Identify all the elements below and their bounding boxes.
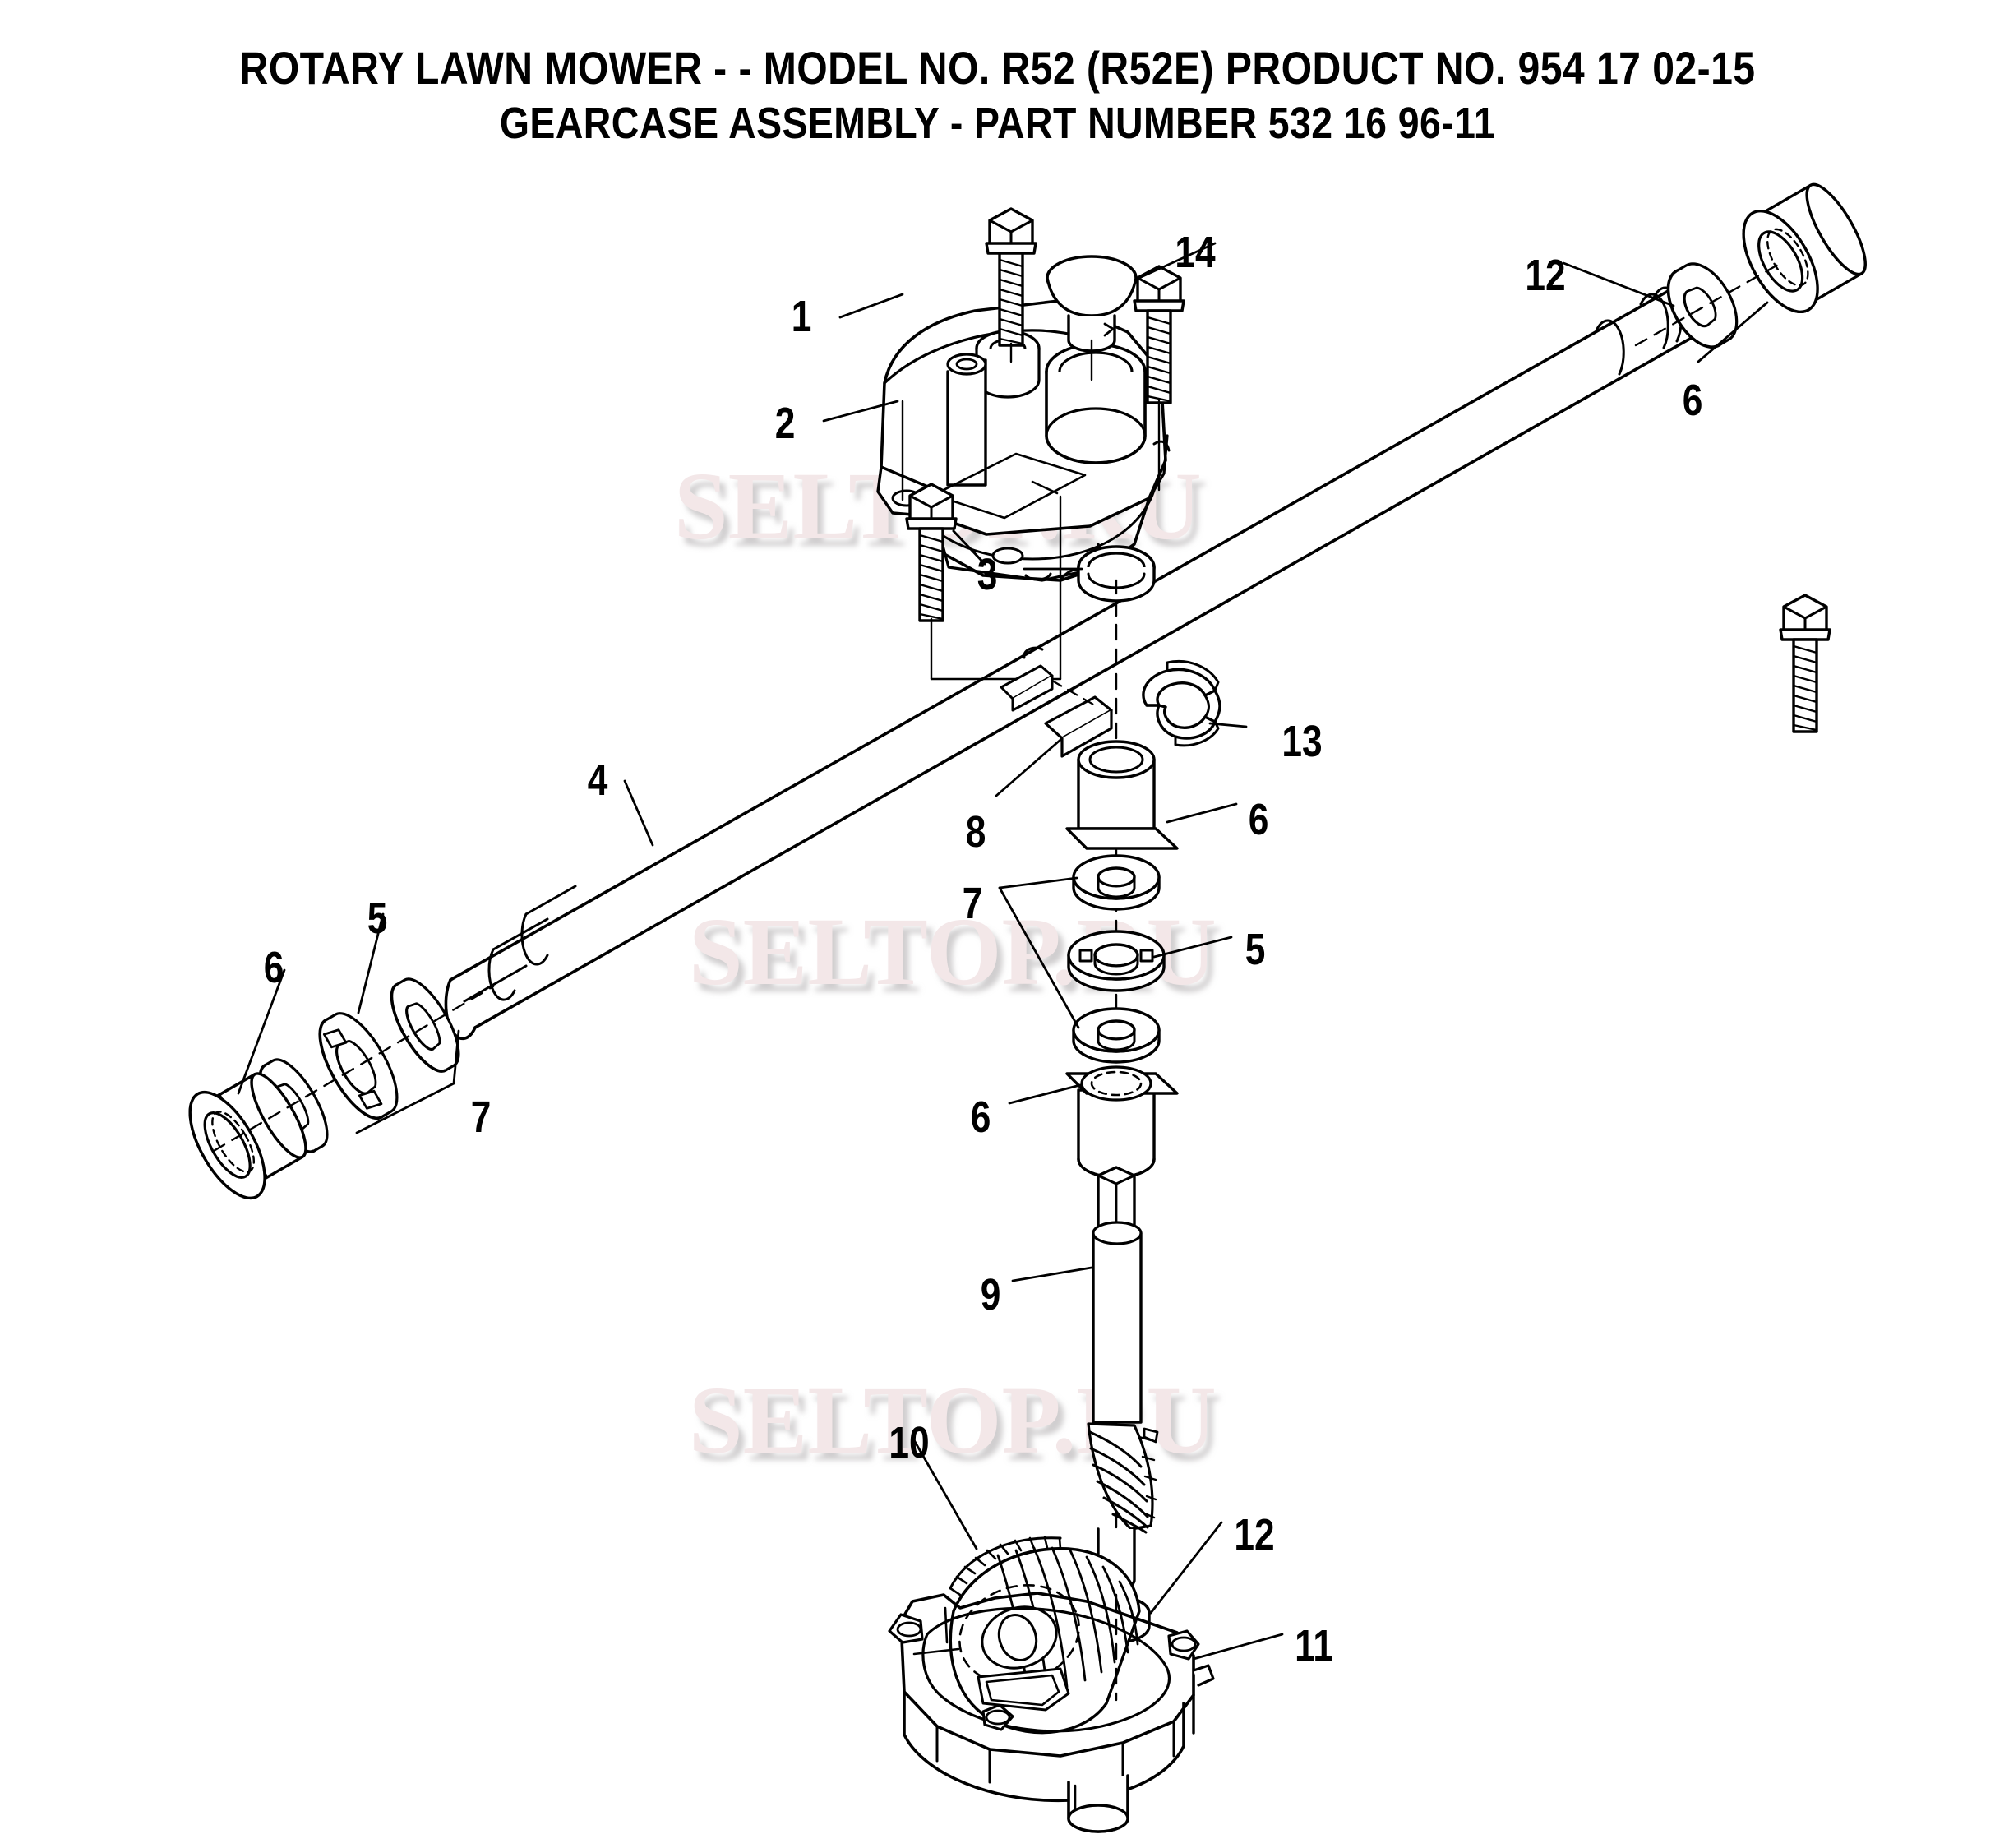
callout-thrust-washer-slotted-5c: 5	[1245, 925, 1266, 974]
callout-washer-7c: 7	[962, 879, 983, 928]
callout-worm-gear-shaft-9: 9	[980, 1270, 1001, 1319]
worm-gear-shaft-art	[1087, 1166, 1159, 1591]
callout-thrust-washer-slotted-5l: 5	[367, 894, 388, 943]
callout-washer-12r: 12	[1525, 251, 1566, 300]
gearcase-housing-art	[888, 1592, 1215, 1833]
key-art	[1000, 646, 1113, 758]
left-axle-end-art	[188, 977, 495, 1200]
plug-art	[1046, 255, 1138, 381]
callout-washer-7l: 7	[470, 1093, 492, 1142]
callout-flange-bushing-6b: 6	[970, 1093, 991, 1142]
callout-flange-bushing-6r: 6	[1682, 376, 1703, 425]
callout-drive-gear-10: 10	[889, 1418, 930, 1467]
gearcase-cover-art	[876, 299, 1171, 582]
e-clip-art	[1142, 660, 1221, 747]
callout-gearcase-housing-11: 11	[1295, 1621, 1333, 1670]
callout-key-8: 8	[965, 807, 986, 857]
callout-oil-seal-3: 3	[977, 550, 998, 599]
bolts-art	[901, 207, 1831, 733]
callout-gearcase-cover-2: 2	[774, 399, 796, 448]
callout-flange-bushing-6l: 6	[263, 943, 284, 992]
callout-washer-12b: 12	[1234, 1510, 1275, 1559]
callout-bolt-1: 1	[791, 292, 812, 341]
page-title-line-2: GEARCASE ASSEMBLY - PART NUMBER 532 16 9…	[499, 99, 1496, 148]
callout-plug-14: 14	[1175, 228, 1216, 277]
leader-lines	[237, 242, 1769, 1661]
callout-axle-shaft-4: 4	[587, 755, 608, 805]
oil-seal-art	[1077, 545, 1156, 626]
diagram-title-block: ROTARY LAWN MOWER - - MODEL NO. R52 (R52…	[0, 43, 1995, 153]
page-title-line-1: ROTARY LAWN MOWER - - MODEL NO. R52 (R52…	[239, 42, 1756, 94]
right-axle-end-art	[1634, 182, 1867, 349]
callout-flange-bushing-6c: 6	[1248, 795, 1269, 844]
callout-retaining-e-clip-13: 13	[1282, 717, 1323, 766]
